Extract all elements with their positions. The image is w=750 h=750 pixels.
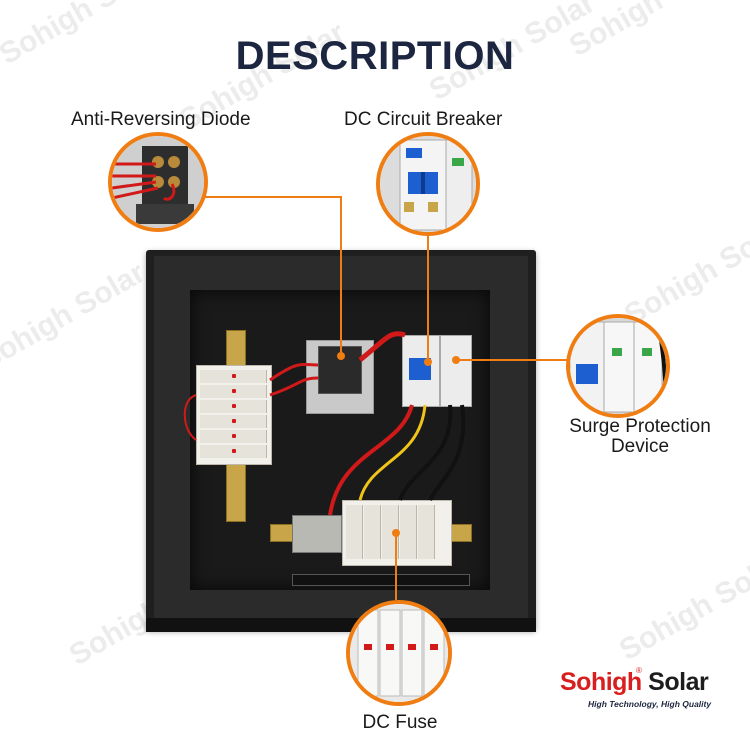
fuse-indicator: [232, 449, 236, 453]
label-dc-fuse: DC Fuse: [362, 712, 438, 733]
diode-callout-magnifier: [108, 132, 208, 232]
fuse-slot: [418, 505, 435, 559]
registered-mark: ®: [636, 666, 642, 675]
surge-protection-device: [440, 335, 472, 407]
fuse-indicator: [232, 374, 236, 378]
fuse-slot: [364, 505, 381, 559]
label-surge-protection-line1: Surge Protection: [569, 416, 711, 437]
fuse-indicator: [232, 419, 236, 423]
diode-closeup-image: [112, 136, 204, 228]
label-anti-reversing-diode: Anti-Reversing Diode: [71, 109, 251, 130]
brand-name-part1: Sohigh: [560, 668, 642, 696]
label-surge-protection-line2: Device: [610, 436, 670, 457]
label-dc-circuit-breaker: DC Circuit Breaker: [344, 109, 503, 130]
fuse-slot: [346, 505, 363, 559]
fuse-callout-magnifier: [346, 600, 452, 706]
spd-closeup-image: [570, 318, 666, 414]
fuse-closeup-image: [350, 604, 448, 702]
fuse-slot: [400, 505, 417, 559]
terminal-label-strip: [292, 574, 470, 586]
page-title: DESCRIPTION: [235, 34, 515, 78]
terminal-block: [292, 515, 342, 553]
spd-callout-magnifier: [566, 314, 670, 418]
fuse-indicator: [232, 389, 236, 393]
breaker-callout-magnifier: [376, 132, 480, 236]
brand-name-part2: Solar: [648, 668, 709, 696]
fuse-indicator: [232, 404, 236, 408]
brand-logo: Sohigh Solar: [560, 668, 709, 697]
brand-tagline: High Technology, High Quality: [588, 699, 712, 709]
breaker-closeup-image: [380, 136, 476, 232]
fuse-indicator: [232, 434, 236, 438]
